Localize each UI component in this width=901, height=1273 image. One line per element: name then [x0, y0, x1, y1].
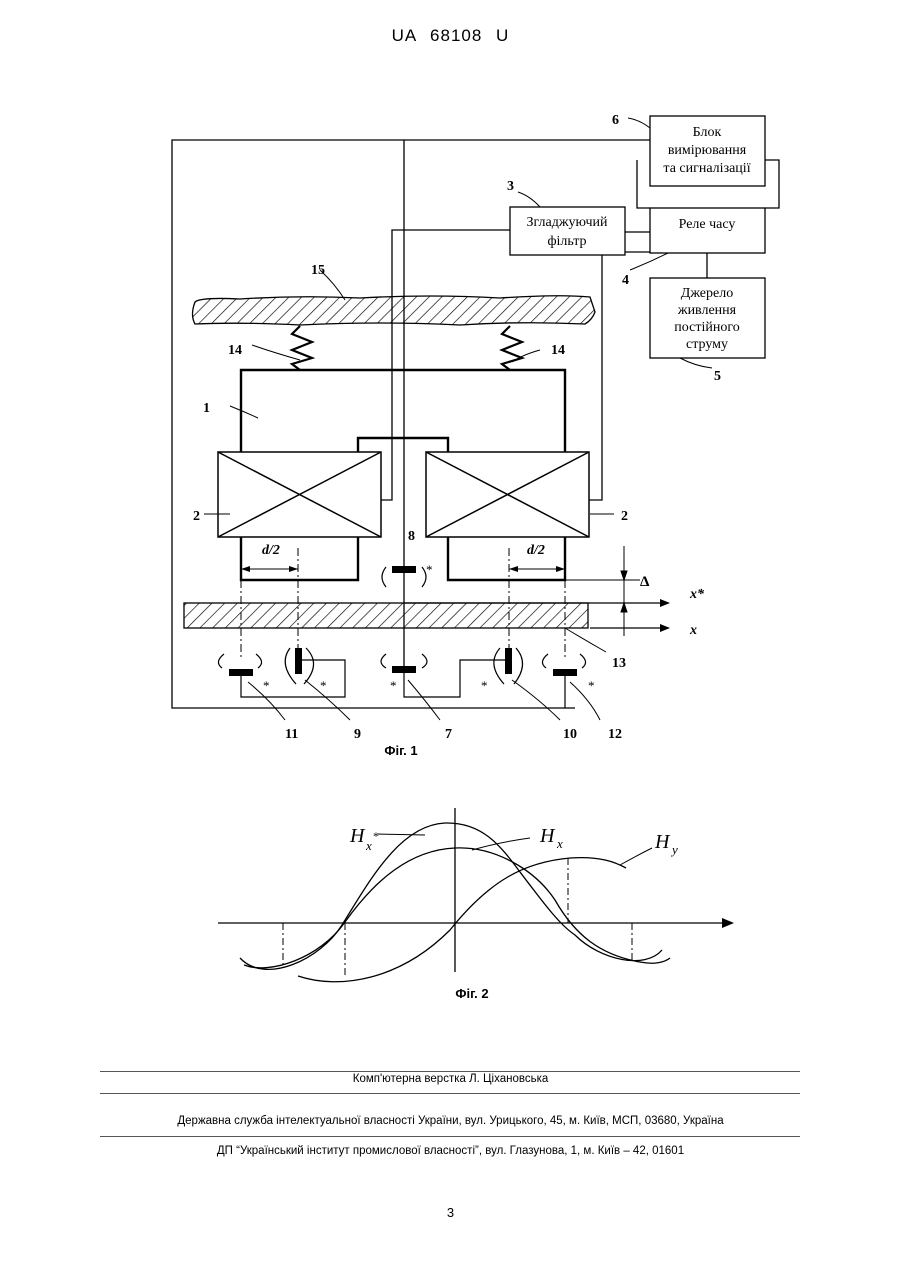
label-hy: H y — [654, 831, 678, 857]
sensor-11: * — [218, 654, 269, 693]
sensor-12: * — [542, 654, 594, 693]
footer-rule-1 — [100, 1071, 800, 1072]
label-7: 7 — [445, 727, 452, 742]
footer-patent-office: Державна служба інтелектуальної власност… — [0, 1115, 901, 1127]
footer-rule-2 — [100, 1093, 800, 1094]
curve-hx-star — [240, 823, 662, 969]
block-5-line-4: струму — [686, 337, 728, 352]
block-3-line-2: фільтр — [547, 234, 586, 249]
label-hx-star: H x * — [349, 825, 379, 853]
label-11: 11 — [285, 727, 298, 742]
block-time-relay: Реле часу — [650, 208, 765, 253]
footer-typesetting: Комп'ютерна верстка Л. Ціхановська — [0, 1073, 901, 1085]
x-star-label: x* — [689, 587, 705, 602]
label-2-left: 2 — [193, 509, 200, 524]
footer-institute: ДП “Український інститут промислової вла… — [0, 1145, 901, 1157]
label-hx: H x — [539, 825, 563, 851]
rail-13 — [184, 603, 588, 628]
sensor-9: * — [285, 648, 326, 693]
axis-x — [590, 624, 670, 632]
block-6-line-2: вимірювання — [668, 143, 747, 158]
footer-rule-3 — [100, 1136, 800, 1137]
fig2-axes — [218, 808, 734, 972]
label-2-right: 2 — [621, 509, 628, 524]
spring-14-left — [292, 326, 312, 370]
sensor-10-star: * — [481, 678, 488, 693]
fixed-structure-15 — [193, 296, 596, 325]
label-10: 10 — [563, 727, 577, 742]
block-5-line-2: живлення — [677, 303, 737, 318]
label-6: 6 — [612, 113, 619, 128]
label-12: 12 — [608, 727, 622, 742]
fig2-leader-lines — [378, 834, 652, 865]
block-measurement-signalling: Блок вимірювання та сигналізації — [650, 116, 765, 186]
d2-left-label: d/2 — [262, 543, 280, 558]
coil-2-right — [426, 452, 589, 537]
block-5-line-3: постійного — [674, 320, 739, 335]
hx-star-h: H — [349, 825, 366, 847]
label-14-left: 14 — [228, 343, 242, 358]
hx-star-sub: x — [365, 838, 372, 853]
sensor-12-star: * — [588, 678, 595, 693]
label-4: 4 — [622, 273, 629, 288]
label-8: 8 — [408, 529, 415, 544]
sensor-11-star: * — [263, 678, 270, 693]
block-5-line-1: Джерело — [681, 286, 733, 301]
block-4-label: Реле часу — [679, 217, 736, 232]
label-9: 9 — [354, 727, 361, 742]
sensor-10: * — [481, 648, 523, 693]
figure-1-caption: Фіг. 1 — [384, 743, 417, 758]
label-15: 15 — [311, 263, 325, 278]
hx-star-sup: * — [373, 829, 379, 843]
label-5: 5 — [714, 369, 721, 384]
block-power-supply: Джерело живлення постійного струму — [650, 278, 765, 358]
label-13: 13 — [612, 656, 626, 671]
hx-h: H — [539, 825, 556, 847]
coil-2-left — [218, 452, 381, 537]
delta-label: Δ — [640, 574, 650, 590]
block-leader-lines — [230, 118, 712, 418]
sensor-8: * — [382, 562, 433, 587]
label-3: 3 — [507, 179, 514, 194]
hx-sub: x — [556, 836, 563, 851]
sensor-9-star: * — [320, 678, 327, 693]
x-label: x — [689, 623, 697, 638]
figure-2-caption: Фіг. 2 — [455, 986, 488, 1001]
figure-1-diagram: Блок вимірювання та сигналізації Згладжу… — [0, 0, 901, 780]
dimension-d2-right: d/2 — [509, 543, 565, 572]
hy-h: H — [654, 831, 671, 853]
block-smoothing-filter: Згладжуючий фільтр — [510, 207, 625, 255]
fig2-dashdot-markers — [283, 858, 632, 975]
curve-hy — [298, 858, 626, 982]
block-6-line-1: Блок — [693, 125, 722, 140]
block-6-line-3: та сигналізації — [663, 161, 750, 176]
dimension-d2-left: d/2 — [241, 543, 298, 572]
sensor-7-star: * — [390, 678, 397, 693]
label-14-right: 14 — [551, 343, 565, 358]
sensor-8-star: * — [426, 562, 433, 577]
hy-sub: y — [670, 842, 678, 857]
spring-14-right — [502, 326, 522, 370]
curve-hx — [244, 848, 670, 968]
block-3-line-1: Згладжуючий — [527, 215, 609, 230]
page-number: 3 — [0, 1205, 901, 1220]
d2-right-label: d/2 — [527, 543, 545, 558]
label-1: 1 — [203, 401, 210, 416]
